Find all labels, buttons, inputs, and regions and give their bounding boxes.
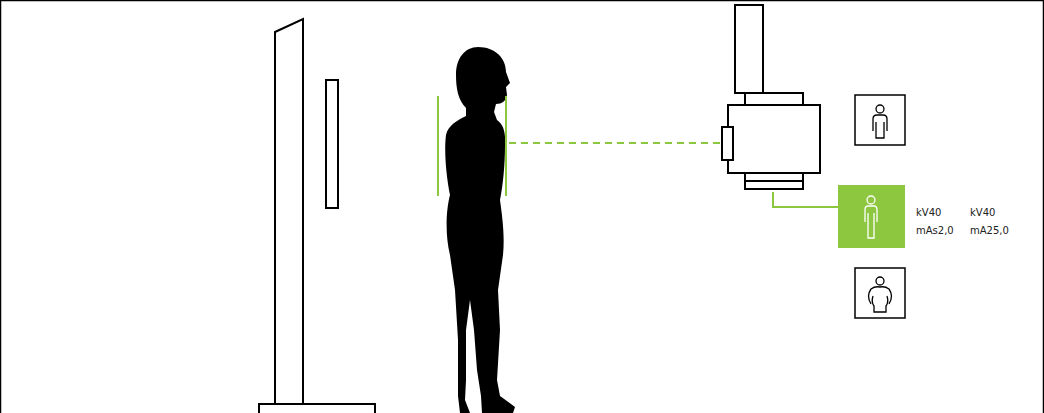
exposure-setting: kV40	[916, 207, 941, 219]
xray-tube	[722, 5, 820, 189]
exposure-setting: mA25,0	[970, 225, 1009, 237]
detector-stand	[259, 19, 375, 413]
exposure-setting: kV40	[970, 207, 995, 219]
patient-silhouette	[445, 47, 515, 413]
beam-brackets	[438, 96, 838, 207]
patient-size-icons	[838, 95, 905, 318]
exposure-setting: mAs2,0	[916, 225, 954, 237]
